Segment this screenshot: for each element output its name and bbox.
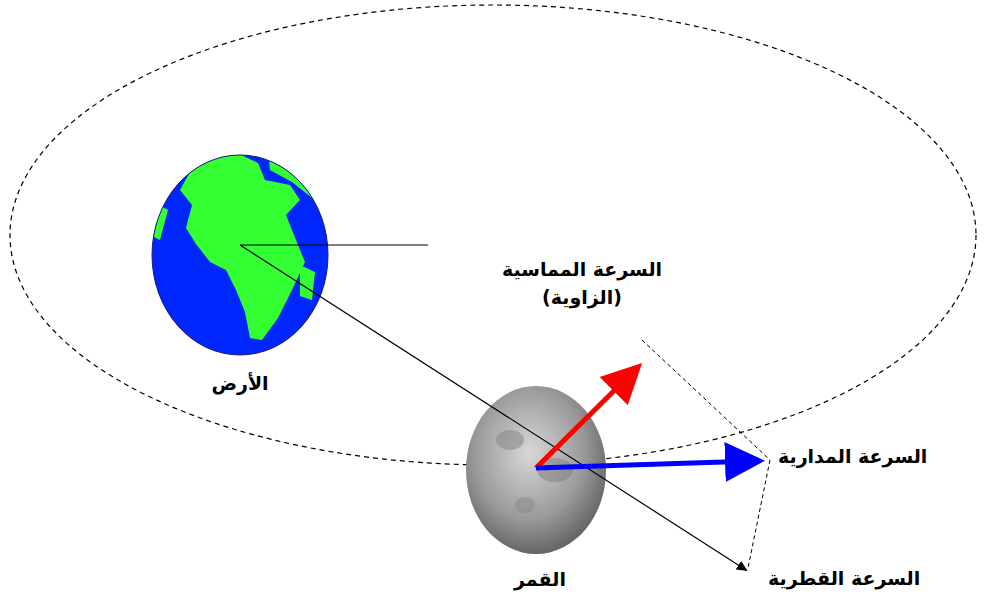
earth-globe: [150, 140, 330, 355]
parallelogram-guide: [642, 340, 770, 460]
velocity-label: السرعة المماسية (الزاوية): [492, 256, 672, 311]
moon-globe: [466, 386, 606, 554]
reference-line: [240, 244, 428, 245]
orbit-path: [10, 5, 976, 465]
velocity-label: السرعة المدارية: [778, 443, 927, 471]
parallelogram-guide: [748, 460, 770, 568]
radial-velocity-arrow: [240, 245, 746, 570]
velocity-label: السرعة القطرية: [768, 565, 920, 593]
tangential-velocity-arrow: [536, 370, 635, 468]
orbital-velocity-arrow: [536, 461, 755, 468]
body-label: الأرض: [180, 370, 300, 398]
body-label: القمر: [490, 566, 590, 594]
